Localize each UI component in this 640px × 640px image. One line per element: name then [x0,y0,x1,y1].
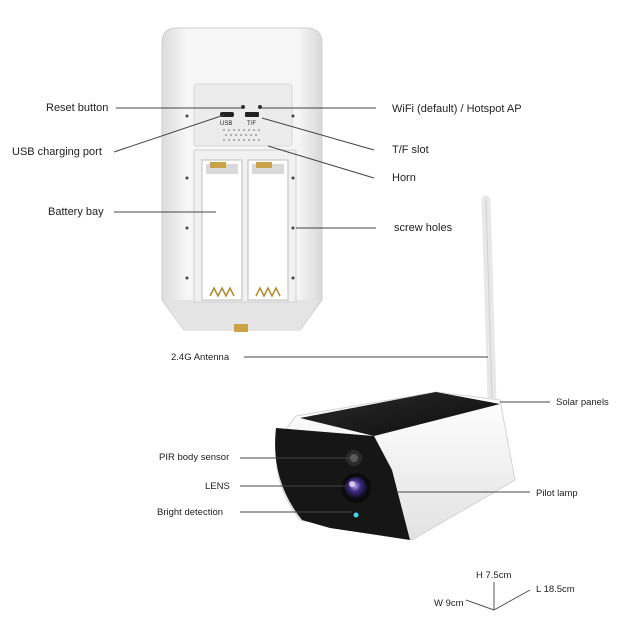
height-dimension: H 7.5cm [476,570,512,581]
tf-slot-label: T/F slot [392,144,429,156]
dimension-axes [465,582,531,611]
reset-button-label: Reset button [46,102,109,114]
length-dimension: L 18.5cm [536,584,575,595]
pilot-lamp-label: Pilot lamp [536,488,578,499]
usb-port-label: USB charging port [12,146,102,158]
solar-panels-label: Solar panels [556,397,609,408]
pir-sensor-label: PIR body sensor [159,452,230,463]
tf-mark: T/F [247,121,256,127]
antenna-label: 2.4G Antenna [171,352,230,363]
screw-holes-label: screw holes [394,222,453,234]
horn-label: Horn [392,172,416,184]
camera-back-view [161,27,323,332]
bright-detection-label: Bright detection [157,507,224,518]
width-dimension: W 9cm [434,598,464,609]
leader-lines [113,107,550,513]
usb-mark: USB [220,121,233,127]
lens-label: LENS [205,481,230,492]
wifi-label: WiFi (default) / Hotspot AP [392,103,522,115]
battery-bay-label: Battery bay [48,206,104,218]
